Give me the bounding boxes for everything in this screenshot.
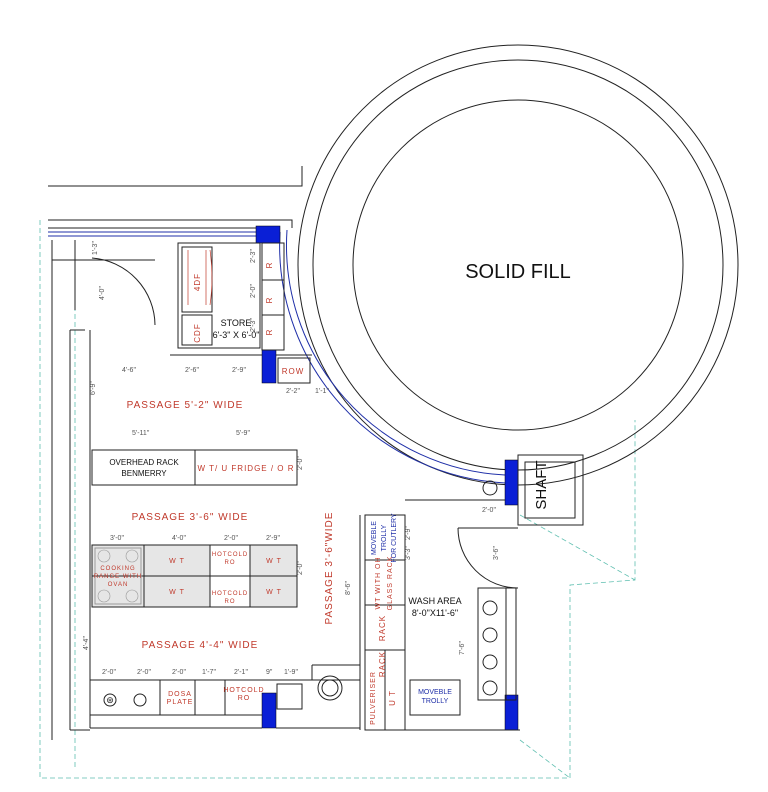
dimension-label: 6'-9" — [90, 381, 97, 395]
dosa-label: DOSA — [168, 691, 192, 698]
range-with-label: RANGE WITH — [94, 574, 142, 580]
benmerry-label: BENMERRY — [121, 469, 167, 478]
dimension-label: 4'-0" — [99, 286, 106, 300]
dimension-label: 9" — [266, 669, 273, 676]
wt-fridge-label: W T/ U FRIDGE / O R — [197, 464, 294, 473]
hotcold-label-2: HOTCOLD — [212, 591, 248, 597]
cdf-label: CDF — [193, 323, 202, 342]
dimension-labels: 1'-3" 4'-0" 2'-3" 2'-0" 2'-3" 4'-6" 2'-6… — [83, 241, 500, 676]
dimension-label: 4'-6" — [122, 367, 136, 374]
rack-label-1: RACK — [378, 615, 387, 641]
dimension-label: 5'-11" — [132, 430, 150, 437]
wt-label-3: W T — [266, 558, 282, 565]
rack-r-1: R — [265, 262, 274, 269]
passage-vertical-label: PASSAGE 3'-6"WIDE — [324, 512, 335, 625]
rack-r-2: R — [265, 297, 274, 304]
dimension-label: 2'-2" — [286, 388, 300, 395]
moveble-trolly-label-2: TROLLY — [422, 698, 449, 705]
hotcold-label-3: HOTCOLD — [223, 687, 264, 694]
wt-label-2: W T — [169, 589, 185, 596]
cooking-range-burners — [97, 549, 139, 603]
gear-icon: ⊛ — [106, 695, 114, 705]
cooking-range-label: COOKING — [100, 566, 135, 572]
dimension-label: 3'-3" — [405, 546, 412, 560]
dimension-label: 1'-7" — [202, 669, 216, 676]
ro-label-2: RO — [225, 599, 236, 605]
structural-columns — [255, 225, 519, 731]
shaft-label: SHAFT — [533, 460, 550, 509]
dimension-label: 2'-3" — [250, 318, 257, 332]
wash-area — [405, 480, 520, 731]
glass-rack-label: GLASS RACK — [387, 556, 394, 611]
passage-2-label: PASSAGE 3'-6" WIDE — [132, 512, 249, 523]
dimension-label: 7'-6" — [459, 641, 466, 655]
dimension-label: 4'-0" — [172, 535, 186, 542]
dimension-label: 2'-1" — [234, 669, 248, 676]
dimension-label: 2'-0" — [482, 507, 496, 514]
row-label: ROW — [282, 367, 305, 376]
dimension-label: 2'-0" — [102, 669, 116, 676]
trolly-label-v: TROLLY — [381, 524, 388, 551]
oven-label: OVAN — [108, 582, 129, 588]
wt-label-1: W T — [169, 558, 185, 565]
moveble-label-v: MOVEBLE — [371, 521, 378, 555]
ut-label: U T — [388, 690, 397, 706]
store-size: 6'-3" X 6'-0" — [213, 330, 260, 340]
pulveriser-label: PULVERISER — [370, 671, 377, 725]
dimension-label: 2'-0" — [137, 669, 151, 676]
outer-dashed-boundary — [39, 220, 636, 779]
ro-label-1: RO — [225, 560, 236, 566]
dimension-label: 2'-9" — [405, 526, 412, 540]
dimension-label: 2'-0" — [172, 669, 186, 676]
dimension-label: 2'-9" — [232, 367, 246, 374]
dimension-label: 4'-4" — [83, 636, 90, 650]
moveble-trolly-label-1: MOVEBLE — [418, 689, 452, 696]
for-cutlery-label: FOR CUTLERY — [391, 513, 398, 563]
outer-walls — [48, 166, 303, 740]
overhead-rack-counter — [91, 449, 298, 486]
four-df-marks — [187, 249, 213, 306]
dimension-label: 2'-0" — [297, 456, 304, 470]
dimension-label: 1'-9" — [284, 669, 298, 676]
dimension-label: 2'-3" — [250, 249, 257, 263]
dimension-label: 2'-9" — [266, 535, 280, 542]
overhead-rack-label: OVERHEAD RACK — [109, 458, 179, 467]
dimension-label: 2'-6" — [185, 367, 199, 374]
hotcold-label-1: HOTCOLD — [212, 552, 248, 558]
dimension-label: 3'-0" — [110, 535, 124, 542]
store-label: STORE — [221, 318, 252, 328]
wt-with-oh-label: WT WITH OH — [375, 556, 382, 609]
passage-3-label: PASSAGE 4'-4" WIDE — [142, 640, 259, 651]
wash-area-size: 8'-0"X11'-6" — [412, 608, 458, 618]
ro-label-3: RO — [238, 695, 251, 702]
wash-area-label: WASH AREA — [408, 596, 461, 606]
wt-label-4: W T — [266, 589, 282, 596]
dimension-label: 3'-6" — [493, 546, 500, 560]
passage-1-label: PASSAGE 5'-2" WIDE — [127, 400, 244, 411]
shaft — [517, 454, 584, 526]
solid-fill-label: SOLID FILL — [465, 261, 571, 283]
rack-label-2: RACK — [378, 651, 387, 677]
plate-label: PLATE — [167, 699, 194, 706]
dimension-label: 2'-0" — [297, 561, 304, 575]
bottom-counter — [89, 664, 360, 729]
dimension-label: 5'-9" — [236, 430, 250, 437]
dimension-label: 1'-3" — [92, 241, 99, 255]
four-df-label: 4DF — [193, 273, 202, 291]
rack-r-3: R — [265, 329, 274, 336]
store-room — [170, 242, 312, 384]
dimension-label: 2'-0" — [224, 535, 238, 542]
dimension-label: 8'-6" — [345, 581, 352, 595]
dimension-label: 1'-1" — [315, 388, 329, 395]
dimension-label: 2'-0" — [250, 284, 257, 298]
vertical-rack-column — [359, 514, 406, 731]
